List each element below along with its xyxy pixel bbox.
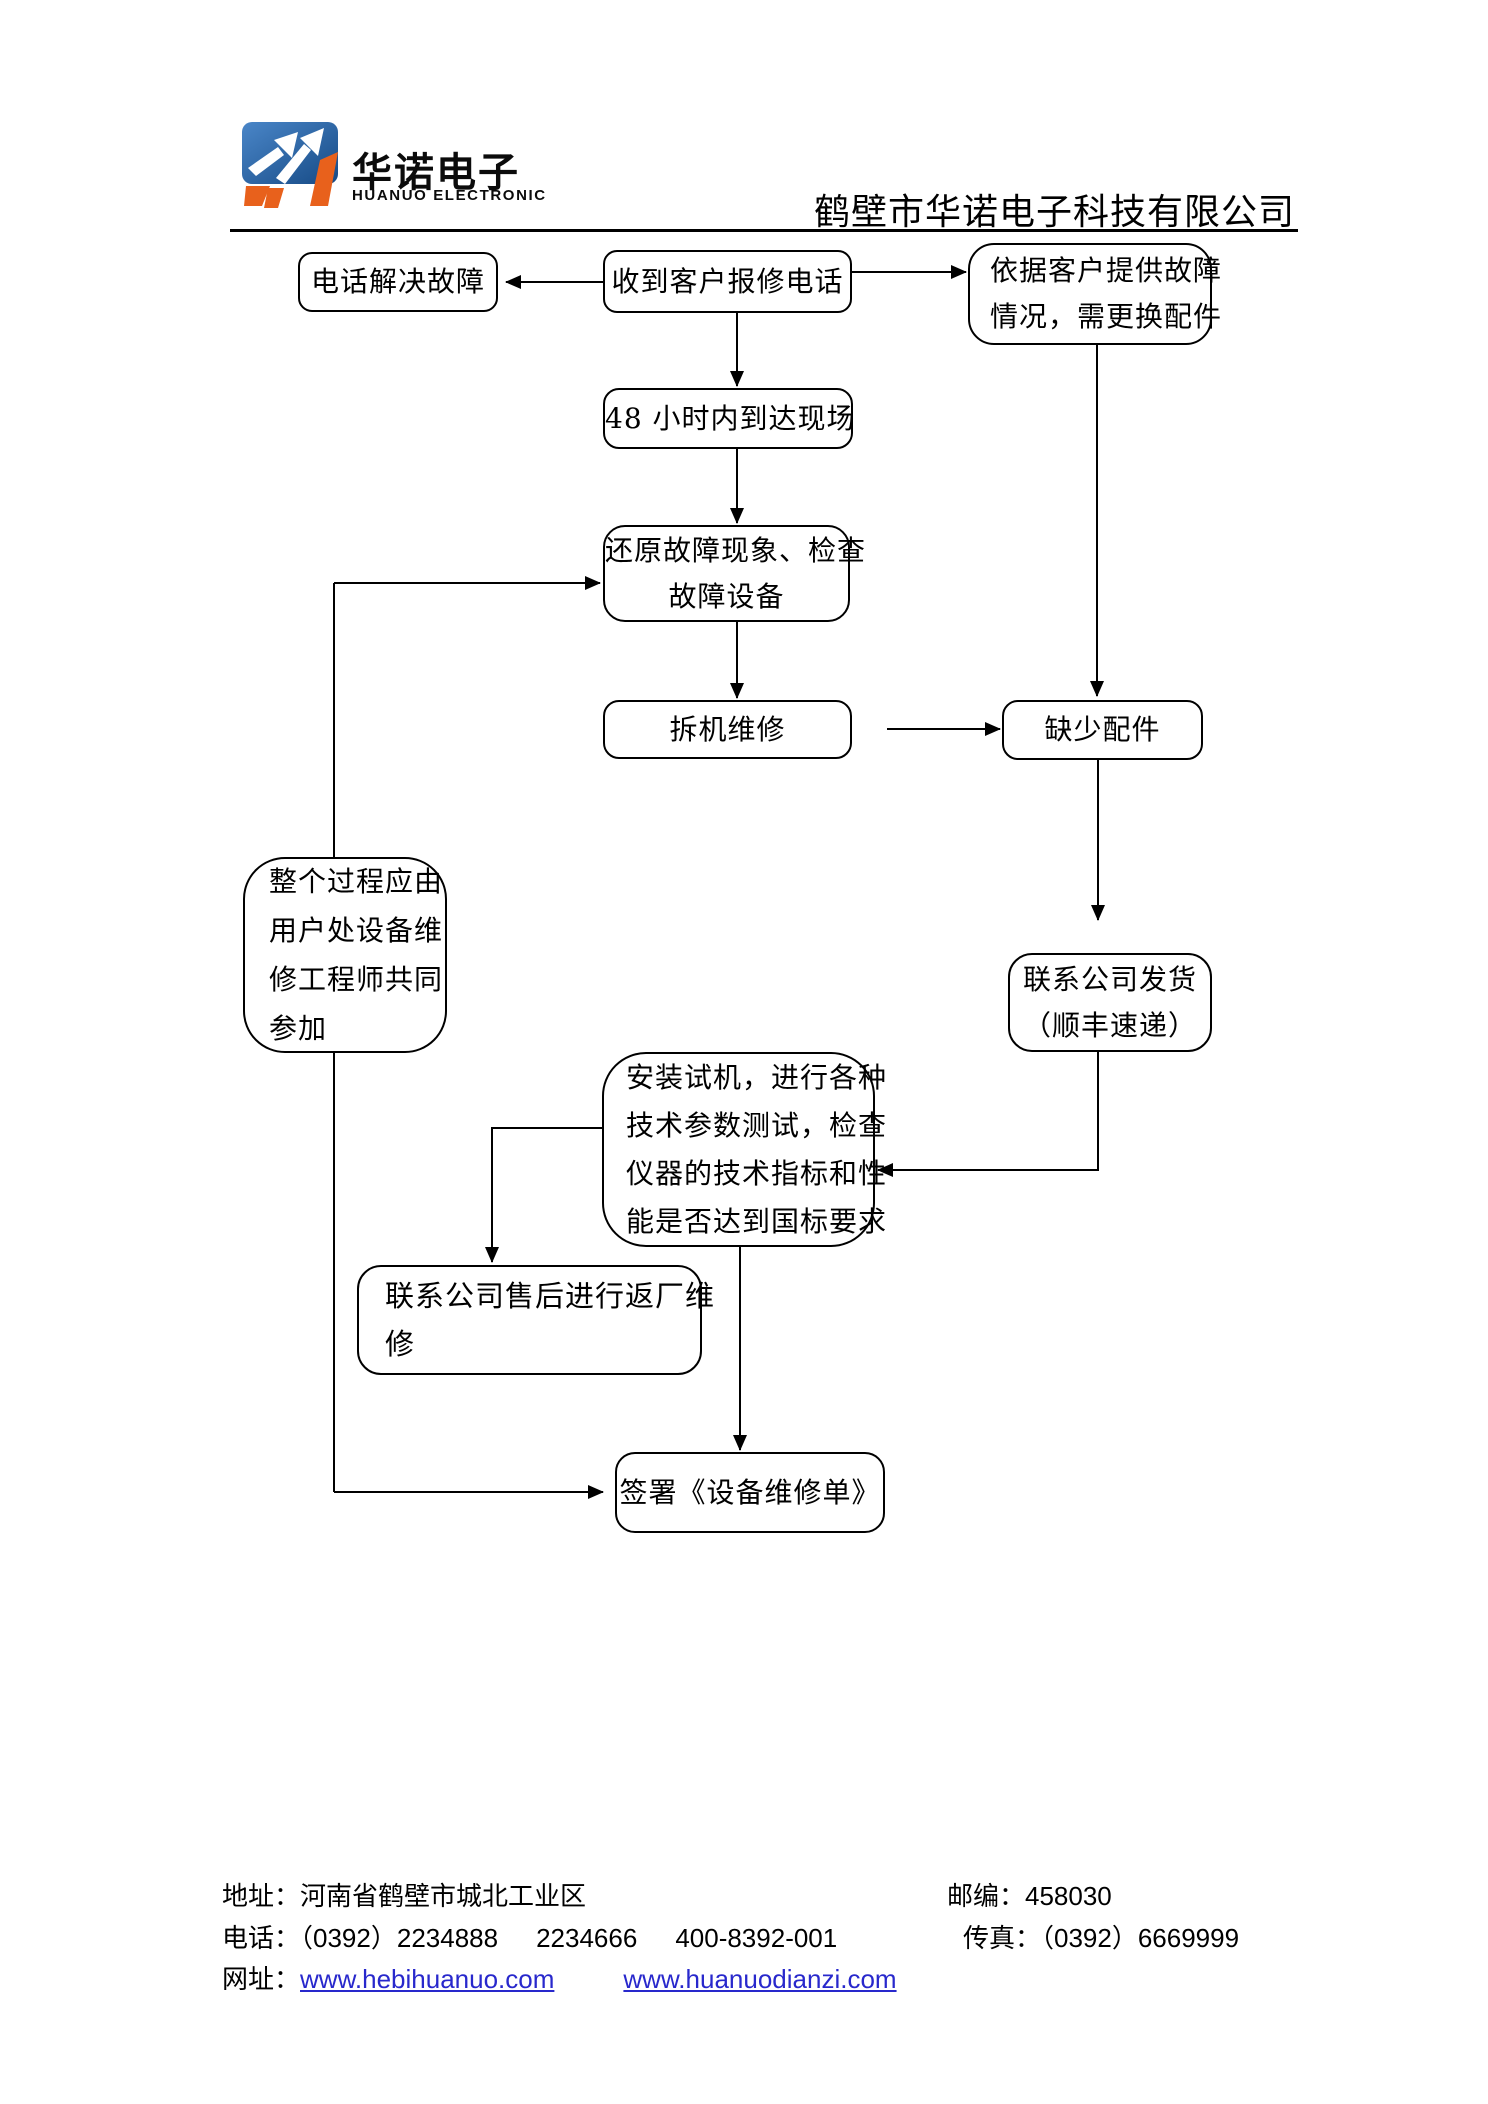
footer-phone-number: 400-8392-001 [675, 1923, 838, 1953]
node-phone-solve: 电话解决故障 [298, 252, 498, 312]
node-label: 参加 [269, 1012, 328, 1045]
header-divider [230, 229, 1298, 232]
node-label: 整个过程应由 [269, 865, 444, 898]
logo-text-cn: 华诺电子 [352, 151, 520, 195]
node-label: 收到客户报修电话 [611, 264, 844, 298]
node-label: 用户处设备维 [269, 914, 444, 947]
node-restore-check: 还原故障现象、检查 故障设备 [603, 525, 867, 622]
node-process-note: 整个过程应由 用户处设备维 修工程师共同 参加 [243, 857, 447, 1053]
footer-address: 地址：河南省鹤壁市城北工业区 [222, 1881, 587, 1911]
footer-fax: 传真：（0392）6669999 [963, 1923, 1240, 1953]
node-company-ship: 联系公司发货 （顺丰速递） [1008, 953, 1212, 1052]
node-label: 依据客户提供故障 [990, 254, 1223, 287]
node-sign-form: 签署《设备维修单》 [615, 1452, 885, 1533]
node-label: 故障设备 [668, 579, 785, 613]
node-label: 修 [385, 1327, 416, 1361]
node-label: 缺少配件 [1044, 713, 1161, 746]
node-label: 签署《设备维修单》 [619, 1475, 881, 1509]
website-link-huanuodianzi[interactable]: www.huanuodianzi.com [623, 1964, 897, 1994]
node-label: 技术参数测试，检查 [626, 1108, 888, 1142]
footer-postcode: 邮编：458030 [947, 1881, 1112, 1911]
footer-phone-line: 电话：（0392）2234888 2234666 400-8392-001 [222, 1918, 837, 1955]
node-arrive-48h: 48 小时内到达现场 [603, 388, 856, 449]
logo-text-en: HUANUO ELECTRONIC [352, 187, 547, 204]
footer-web-line: 网址：www.hebihuanuo.com www.huanuodianzi.co… [222, 1959, 897, 1996]
footer-phone-label: 电话： [222, 1923, 301, 1953]
node-install-test: 安装试机，进行各种 技术参数测试，检查 仪器的技术指标和性 能是否达到国标要求 [602, 1052, 888, 1247]
node-label: 能是否达到国标要求 [626, 1204, 888, 1238]
node-label: 还原故障现象、检查 [605, 533, 867, 567]
footer-phone-number: 2234666 [536, 1923, 638, 1953]
company-name: 鹤壁市华诺电子科技有限公司 [813, 191, 1295, 232]
node-label: 电话解决故障 [310, 265, 485, 298]
node-label: 联系公司售后进行返厂维 [385, 1279, 716, 1313]
node-return-factory: 联系公司售后进行返厂维 修 [357, 1265, 716, 1375]
footer-phone-number: （0392）2234888 [300, 1923, 499, 1953]
huanuo-logo-icon [242, 122, 338, 208]
node-receive-call: 收到客户报修电话 [603, 250, 852, 313]
node-need-parts: 依据客户提供故障 情况，需更换配件 [968, 243, 1223, 345]
node-label: 安装试机，进行各种 [626, 1060, 888, 1094]
node-label: 仪器的技术指标和性 [626, 1156, 888, 1190]
node-label: 情况，需更换配件 [990, 300, 1223, 333]
node-label: 修工程师共同 [269, 963, 444, 996]
node-label: （顺丰速递） [1022, 1008, 1197, 1042]
website-link-hebihuanuo[interactable]: www.hebihuanuo.com [300, 1964, 555, 1994]
node-label: 48 小时内到达现场 [605, 401, 856, 435]
node-label: 联系公司发货 [1022, 962, 1197, 996]
node-dismantle-repair: 拆机维修 [603, 700, 852, 759]
node-missing-parts: 缺少配件 [1002, 700, 1203, 760]
node-label: 拆机维修 [669, 712, 786, 746]
footer-web-label: 网址： [222, 1964, 301, 1994]
